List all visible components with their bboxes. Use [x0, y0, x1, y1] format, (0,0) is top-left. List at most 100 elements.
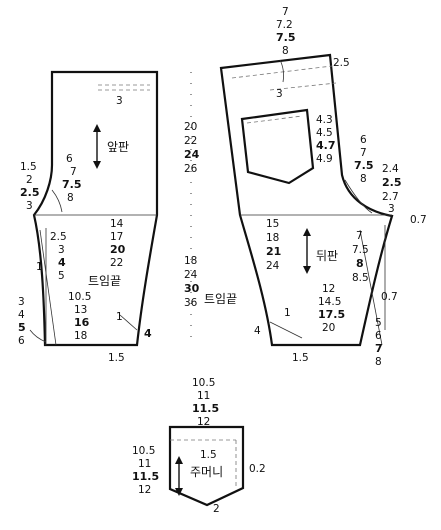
pocket-side-height-1: 10.5 — [132, 445, 155, 457]
back-hem-width-1: 12 — [322, 283, 335, 295]
middle-lower-4: 36 — [184, 297, 198, 309]
front-hip-inner-3: 4 — [58, 256, 66, 269]
back-pocket-pos-3: 4.7 — [316, 139, 336, 152]
front-hem-width-2: 13 — [74, 304, 87, 316]
back-hem-width-4: 20 — [322, 322, 335, 334]
front-hem-width-4: 18 — [74, 330, 87, 342]
pocket-grain-arrow-down — [175, 488, 183, 496]
back-hem-right-2: 6 — [375, 330, 382, 342]
pocket-right-edge: 0.2 — [249, 463, 266, 475]
back-hem-left-one: 1 — [284, 307, 291, 319]
front-piece-outline — [32, 70, 159, 347]
back-inseam-point: 0.7 — [381, 291, 398, 303]
pocket-outline — [168, 425, 245, 507]
pocket-top-width-2: 11 — [197, 390, 210, 402]
back-hem-width-3: 17.5 — [318, 308, 345, 321]
front-side-left-3: 5 — [18, 321, 26, 334]
back-crotch-ext-4: 3 — [388, 203, 395, 215]
front-hem-guide — [119, 314, 138, 331]
back-pocket-pos-1: 4.3 — [316, 114, 333, 126]
front-thigh-1: 14 — [110, 218, 124, 230]
front-hem-width-1: 10.5 — [68, 291, 91, 303]
pocket-bottom-point: 2 — [213, 503, 220, 515]
back-grain-arrow-down — [303, 266, 311, 274]
front-side-left-4: 6 — [18, 335, 25, 347]
back-piece: 뒤판 7 7.2 7.5 8 2.5 3 4.3 4.5 4.7 4.9 6 7… — [204, 6, 427, 368]
front-top-right: 3 — [116, 95, 123, 107]
back-waist-right: 2.5 — [333, 57, 350, 69]
pocket-side-height-3: 11.5 — [132, 470, 159, 483]
back-hem-guide — [269, 321, 303, 339]
pocket-fold: 1.5 — [200, 449, 217, 461]
front-hip-inner-2: 3 — [58, 244, 65, 256]
pocket-side-height-2: 11 — [138, 458, 151, 470]
middle-upper-2: 22 — [184, 135, 197, 147]
back-pocket-pos-4: 4.9 — [316, 153, 333, 165]
front-crotch-depth-3: 7.5 — [62, 178, 82, 191]
front-crotch-depth-4: 8 — [67, 192, 74, 204]
pocket-grain-arrow-up — [175, 456, 183, 464]
back-crotch-ext-1: 2.4 — [382, 163, 399, 175]
back-waist-rise-4: 8 — [282, 45, 289, 57]
front-hem-bottom: 1.5 — [108, 352, 125, 364]
back-pocket-pos-2: 4.5 — [316, 127, 333, 139]
back-grain-arrow-up — [303, 228, 311, 236]
front-hem-label: 트임끝 — [88, 274, 121, 288]
front-mark-one-right: 1 — [116, 311, 123, 323]
back-crotch-depth-1: 6 — [360, 134, 367, 146]
back-crotch-depth-2: 7 — [360, 147, 367, 159]
back-hem-right-3: 7 — [375, 342, 383, 355]
back-hem-bottom: 1.5 — [292, 352, 309, 364]
middle-measurements: 20 22 24 26 18 24 30 36 — [184, 72, 200, 345]
front-mark-one-left: 1 — [36, 261, 43, 273]
back-crotch-ext-3: 2.7 — [382, 191, 399, 203]
back-pocket-fold — [246, 115, 303, 124]
back-inseam-4: 8.5 — [352, 272, 369, 284]
front-grain-arrow-up — [93, 124, 101, 132]
front-hem-curve — [29, 329, 47, 343]
back-waist-guide — [231, 65, 333, 79]
front-hem-right: 4 — [144, 327, 152, 340]
back-hem-right-1: 5 — [375, 317, 382, 329]
front-crotch-side-4: 3 — [26, 200, 33, 212]
front-hip-inner-4: 5 — [58, 270, 65, 282]
middle-lower-1: 18 — [184, 255, 197, 267]
back-thigh-2: 18 — [266, 232, 279, 244]
middle-lower-2: 24 — [184, 269, 198, 281]
front-hip-inner-1: 2.5 — [50, 231, 67, 243]
front-piece: 앞판 3 1.5 2 2.5 3 6 7 7.5 8 2.5 3 4 5 14 … — [18, 70, 159, 364]
pocket-top-width-3: 11.5 — [192, 402, 219, 415]
front-thigh-4: 22 — [110, 257, 123, 269]
back-waist-rise-1: 7 — [282, 6, 289, 18]
front-side-left-2: 4 — [18, 309, 25, 321]
front-crotch-guide — [51, 189, 63, 213]
back-hem-label: 트임끝 — [204, 292, 237, 306]
front-guide-left — [39, 229, 57, 346]
back-piece-outline — [219, 53, 394, 347]
front-crotch-side-3: 2.5 — [20, 186, 40, 199]
back-crotch-depth-3: 7.5 — [354, 159, 374, 172]
front-crotch-depth-2: 7 — [70, 166, 77, 178]
front-thigh-3: 20 — [110, 243, 126, 256]
back-piece-label: 뒤판 — [316, 249, 338, 263]
front-side-left-1: 3 — [18, 296, 25, 308]
front-thigh-2: 17 — [110, 231, 123, 243]
back-waist-rise-3: 7.5 — [276, 31, 296, 44]
back-waist-left: 3 — [276, 88, 283, 100]
middle-upper-3: 24 — [184, 148, 200, 161]
back-hem-width-2: 14.5 — [318, 296, 341, 308]
back-inseam-2: 7.5 — [352, 244, 369, 256]
back-crotch-depth-4: 8 — [360, 173, 367, 185]
back-thigh-1: 15 — [266, 218, 279, 230]
front-crotch-side-2: 2 — [26, 174, 33, 186]
middle-lower-3: 30 — [184, 282, 200, 295]
back-inseam-3: 8 — [356, 257, 364, 270]
front-piece-label: 앞판 — [107, 140, 129, 154]
front-crotch-side-1: 1.5 — [20, 161, 37, 173]
back-hem-right-4: 8 — [375, 356, 382, 368]
back-thigh-3: 21 — [266, 245, 281, 258]
pocket-top-width-4: 12 — [197, 416, 210, 428]
back-inseam-1: 7 — [356, 230, 363, 242]
